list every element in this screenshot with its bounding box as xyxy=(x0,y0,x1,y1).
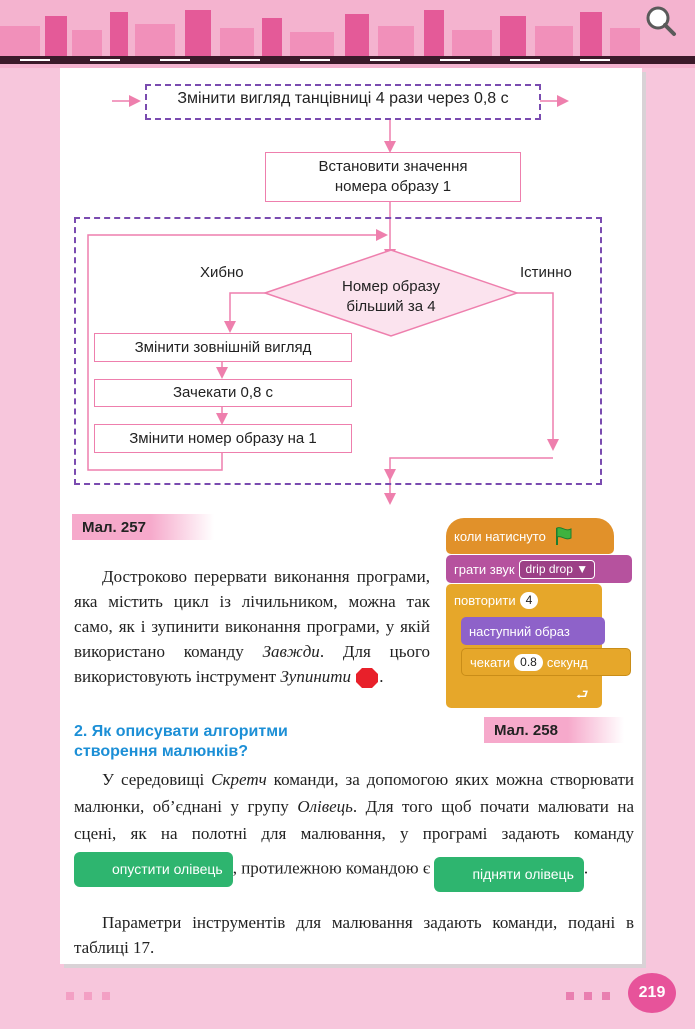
para2-t1: У середовищі xyxy=(102,770,212,789)
wait-label: чекати xyxy=(470,654,511,670)
deco-square xyxy=(66,992,74,1000)
wait-value: 0.8 xyxy=(514,653,543,671)
para1-t2: . Для цього використовують інструмент xyxy=(74,642,430,686)
deco-square xyxy=(84,992,92,1000)
para2-pencil: Олівець xyxy=(297,797,353,816)
para1-t3: . xyxy=(379,667,384,686)
condition-diamond xyxy=(262,249,520,337)
flowchart-title: Змінити вигляд танцівниці 4 рази через 0… xyxy=(177,90,509,107)
title-frame xyxy=(145,84,541,120)
pen-down-block: опустити олівець xyxy=(74,852,233,887)
caption-fig-257: Мал. 257 xyxy=(72,514,214,540)
para1-zavzhdy: Завжди xyxy=(262,642,320,661)
hat-block: коли натиснуто xyxy=(446,518,614,554)
init-line1: Встановити значення xyxy=(318,158,468,175)
para2-scratch: Скретч xyxy=(211,770,267,789)
para2-t5: . xyxy=(583,858,589,878)
paragraph-interrupt: Достроково перервати виконання програми,… xyxy=(74,564,430,689)
true-label: Істинно xyxy=(520,264,572,281)
next-costume-block: наступний образ xyxy=(461,617,605,645)
false-label: Хибно xyxy=(200,264,244,281)
step-change-number: Змінити номер образу на 1 xyxy=(94,424,352,453)
paragraph-pen: У середовищі Скретч команди, за допомого… xyxy=(74,766,634,892)
green-flag-icon xyxy=(555,527,572,545)
flowchart-diagram xyxy=(87,95,569,505)
init-line2: номера образу 1 xyxy=(334,178,452,195)
sound-value: drip drop xyxy=(525,561,573,576)
stop-icon xyxy=(356,668,379,689)
magnifier-icon xyxy=(646,6,676,36)
page-number: 219 xyxy=(628,973,676,1013)
play-sound-block: грати звук drip drop ▼ xyxy=(446,555,632,583)
step-change-look: Змінити зовнішній вигляд xyxy=(94,333,352,362)
para2-t4: , протилежною командою є xyxy=(232,858,435,878)
para1-zupynyty: Зупинити xyxy=(280,667,352,686)
wait-unit: секунд xyxy=(546,654,588,670)
sound-select: drip drop ▼ xyxy=(518,559,596,579)
repeat-label: повторити xyxy=(454,592,516,608)
pen-up-block: підняти олівець xyxy=(434,857,584,892)
hat-label: коли натиснуто xyxy=(454,528,546,544)
condition-line2: більший за 4 xyxy=(346,298,436,315)
play-sound-label: грати звук xyxy=(454,561,515,577)
repeat-value: 4 xyxy=(519,591,539,609)
para2-t3: . Для того щоб почати малювати на сцені,… xyxy=(74,797,634,843)
para1-t1: Достроково перервати виконання програми,… xyxy=(74,567,430,661)
loop-arrow-icon: ⮐ xyxy=(576,686,589,702)
caption-fig-258: Мал. 258 xyxy=(484,717,624,743)
deco-square xyxy=(102,992,110,1000)
paragraph-params: Параметри інструментів для малювання зад… xyxy=(74,913,634,957)
loop-frame xyxy=(74,217,602,485)
condition-line1: Номер образу xyxy=(342,278,440,295)
deco-square xyxy=(566,992,574,1000)
chevron-down-icon: ▼ xyxy=(576,561,589,576)
deco-square xyxy=(602,992,610,1000)
heading-line2: створення малюнків? xyxy=(74,743,248,760)
heading-line1: 2. Як описувати алгоритми xyxy=(74,723,288,740)
next-costume-label: наступний образ xyxy=(469,623,570,639)
section-heading: 2. Як описувати алгоритми створення малю… xyxy=(74,722,374,762)
step-wait: Зачекати 0,8 с xyxy=(94,379,352,407)
wait-block: чекати 0.8 секунд xyxy=(461,648,631,676)
init-block: Встановити значення номера образу 1 xyxy=(265,152,521,202)
repeat-header: повторити 4 xyxy=(446,586,602,614)
para2-t2: команди, за допомогою яких можна створюв… xyxy=(74,770,635,816)
deco-square xyxy=(584,992,592,1000)
header-city-banner xyxy=(0,0,695,68)
